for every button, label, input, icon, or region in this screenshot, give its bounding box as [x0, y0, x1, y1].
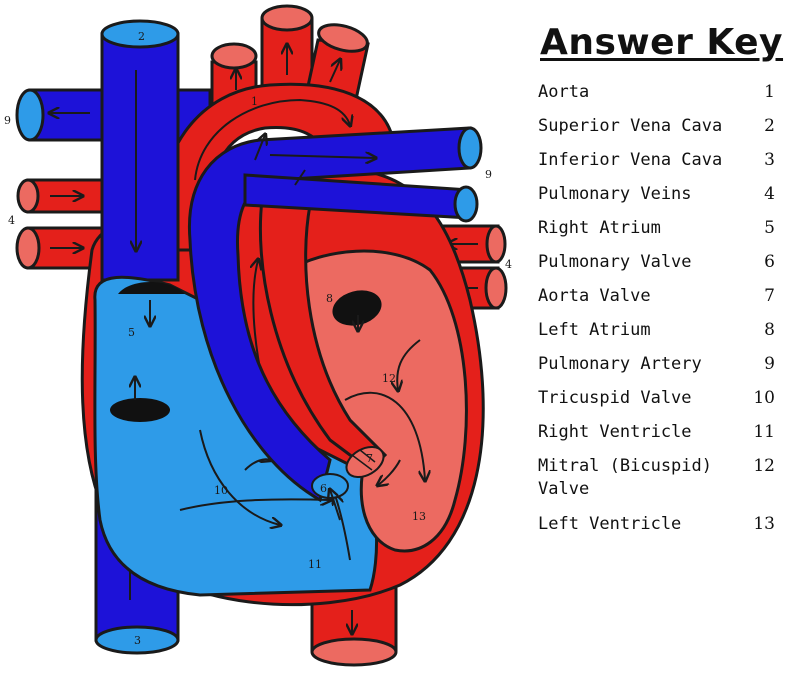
answer-key-number: 3: [764, 150, 775, 170]
answer-key-number: 13: [753, 514, 775, 534]
label-10: 10: [214, 484, 228, 497]
answer-key-item: Pulmonary Artery 9: [530, 353, 785, 387]
pulmonary-veins-left: [15, 178, 110, 270]
label-1: 1: [251, 95, 258, 108]
answer-key-label: Right Atrium: [538, 218, 661, 238]
answer-key-item: Aorta Valve 7: [530, 285, 785, 319]
answer-key-number: 11: [753, 422, 775, 442]
answer-key-number: 8: [764, 320, 775, 340]
answer-key-label: Aorta: [538, 82, 590, 102]
answer-key-label: Left Atrium: [538, 320, 651, 340]
answer-key-label: Tricuspid Valve: [538, 388, 692, 408]
answer-key-number: 4: [764, 184, 775, 204]
answer-key-item: Right Ventricle 11: [530, 421, 785, 455]
answer-key-number: 9: [764, 354, 775, 374]
answer-key-item: Mitral (Bicuspid) Valve 12: [530, 455, 785, 513]
label-7: 7: [366, 452, 373, 465]
answer-key-label: Left Ventricle: [538, 514, 682, 534]
answer-key-number: 7: [764, 286, 775, 306]
label-4-right: 4: [505, 258, 512, 271]
answer-key-item: Pulmonary Veins 4: [530, 183, 785, 217]
label-9-left: 9: [4, 114, 11, 127]
answer-key-item: Superior Vena Cava 2: [530, 115, 785, 149]
answer-key-number: 10: [753, 388, 775, 408]
answer-key-label: Right Ventricle: [538, 422, 692, 442]
answer-key-label: Inferior Vena Cava: [538, 150, 723, 170]
right-heart-chamber: [93, 275, 379, 597]
superior-vena-cava: [100, 19, 180, 282]
answer-key-title: Answer Key: [540, 22, 784, 63]
label-3: 3: [134, 634, 141, 647]
answer-key-number: 2: [764, 116, 775, 136]
pulmonary-artery-trunk: [187, 126, 472, 503]
label-9-right: 9: [485, 168, 492, 181]
answer-key-item: Right Atrium 5: [530, 217, 785, 251]
answer-key-label: Pulmonary Veins: [538, 184, 692, 204]
answer-key-number: 6: [764, 252, 775, 272]
answer-key-item: Aorta 1: [530, 81, 785, 115]
answer-key-number: 12: [753, 456, 775, 476]
label-8: 8: [326, 292, 333, 305]
label-2: 2: [138, 30, 145, 43]
answer-key-label: Superior Vena Cava: [538, 116, 723, 136]
answer-key-item: Left Ventricle 13: [530, 513, 785, 547]
heart-illustration: 1 2 3 4 4 5 6 7 8 9 9 10 11 12 13: [4, 4, 512, 667]
label-5: 5: [128, 326, 135, 339]
label-11: 11: [308, 558, 322, 571]
answer-key-item: Inferior Vena Cava 3: [530, 149, 785, 183]
label-6: 6: [320, 482, 327, 495]
answer-key-item: Pulmonary Valve 6: [530, 251, 785, 285]
label-12: 12: [382, 372, 396, 385]
answer-key-label: Pulmonary Artery: [538, 354, 702, 374]
answer-key-number: 5: [764, 218, 775, 238]
answer-key-number: 1: [764, 82, 775, 102]
label-4-left: 4: [8, 214, 15, 227]
answer-key-label: Aorta Valve: [538, 286, 651, 306]
answer-key-label: Mitral (Bicuspid) Valve: [538, 456, 712, 499]
answer-key-item: Left Atrium 8: [530, 319, 785, 353]
label-13: 13: [412, 510, 426, 523]
answer-key-label: Pulmonary Valve: [538, 252, 692, 272]
answer-key-item: Tricuspid Valve 10: [530, 387, 785, 421]
